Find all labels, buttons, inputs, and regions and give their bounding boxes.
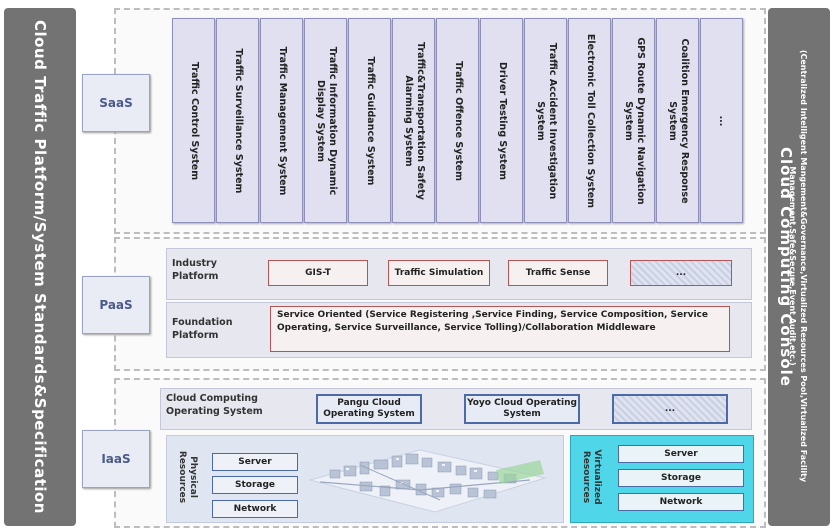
virtualized-resource-item: Network [618,493,744,511]
saas-system-box: GPS Route Dynamic Navigation System [612,18,655,223]
saas-system-box: Traffic Control System [172,18,215,223]
saas-system-box: Traffic Surveillance System [216,18,259,223]
datacenter-illustration [308,449,547,513]
industry-item: Traffic Sense [508,260,608,286]
standards-panel [4,8,76,526]
virtualized-resource-item: Server [618,445,744,463]
saas-system-box: ... [700,18,743,223]
cloud-os-item: Yoyo Cloud Operating System [464,394,580,424]
saas-system-label: Coalition Emergency Response System [666,37,690,204]
cloud-os-item: ... [612,394,728,424]
cloud-os-item: Pangu Cloud Operating System [316,394,422,424]
saas-system-label: Traffic Management System [276,46,288,195]
saas-system-label: Traffic&Transportation Safety Alarming S… [402,41,426,200]
virtualized-resources-label: Virtualized Resources [581,449,602,505]
saas-system-box: Electronic Toll Collection System [568,18,611,223]
saas-system-box: Traffic Management System [260,18,303,223]
physical-resource-item: Network [212,500,298,518]
saas-system-box: Traffic Offence System [436,18,479,223]
foundation-platform-label: Foundation Platform [172,317,233,341]
saas-system-box: Traffic Accident Investigation System [524,18,567,223]
console-subtitle: (Centralized Intelligent Mangement&Gover… [788,49,808,483]
saas-system-box: Traffic Guidance System [348,18,391,223]
physical-resources-label: Physical Resources [177,450,198,504]
middleware-box: Service Oriented (Service Registering ,S… [270,306,730,352]
industry-item: GIS-T [268,260,368,286]
saas-system-box: Coalition Emergency Response System [656,18,699,223]
saas-system-label: Traffic Accident Investigation System [534,42,558,199]
saas-system-label: Traffic Control System [188,61,200,180]
saas-system-label: Traffic Information Dynamic Display Syst… [314,46,338,195]
saas-system-label: Electronic Toll Collection System [584,33,596,208]
saas-system-label: ... [716,115,728,126]
industry-item: ... [630,260,732,286]
iaas-tag: IaaS [82,430,150,488]
saas-system-label: Driver Testing System [496,61,508,180]
saas-system-label: GPS Route Dynamic Navigation System [622,36,646,205]
paas-tag: PaaS [82,276,150,334]
physical-resource-item: Storage [212,476,298,494]
saas-system-box: Traffic Information Dynamic Display Syst… [304,18,347,223]
console-panel [768,8,830,526]
saas-tag: SaaS [82,74,150,132]
saas-system-label: Traffic Guidance System [364,56,376,185]
cloud-os-label: Cloud Computing Operating System [166,393,263,417]
saas-system-box: Traffic&Transportation Safety Alarming S… [392,18,435,223]
standards-title: Cloud Traffic Platform/System Standards&… [31,20,49,514]
saas-system-label: Traffic Surveillance System [232,48,244,193]
virtualized-resource-item: Storage [618,469,744,487]
physical-resource-item: Server [212,453,298,471]
saas-system-label: Traffic Offence System [452,60,464,181]
saas-system-box: Driver Testing System [480,18,523,223]
industry-item: Traffic Simulation [388,260,490,286]
industry-platform-label: Industry Platform [172,258,219,282]
